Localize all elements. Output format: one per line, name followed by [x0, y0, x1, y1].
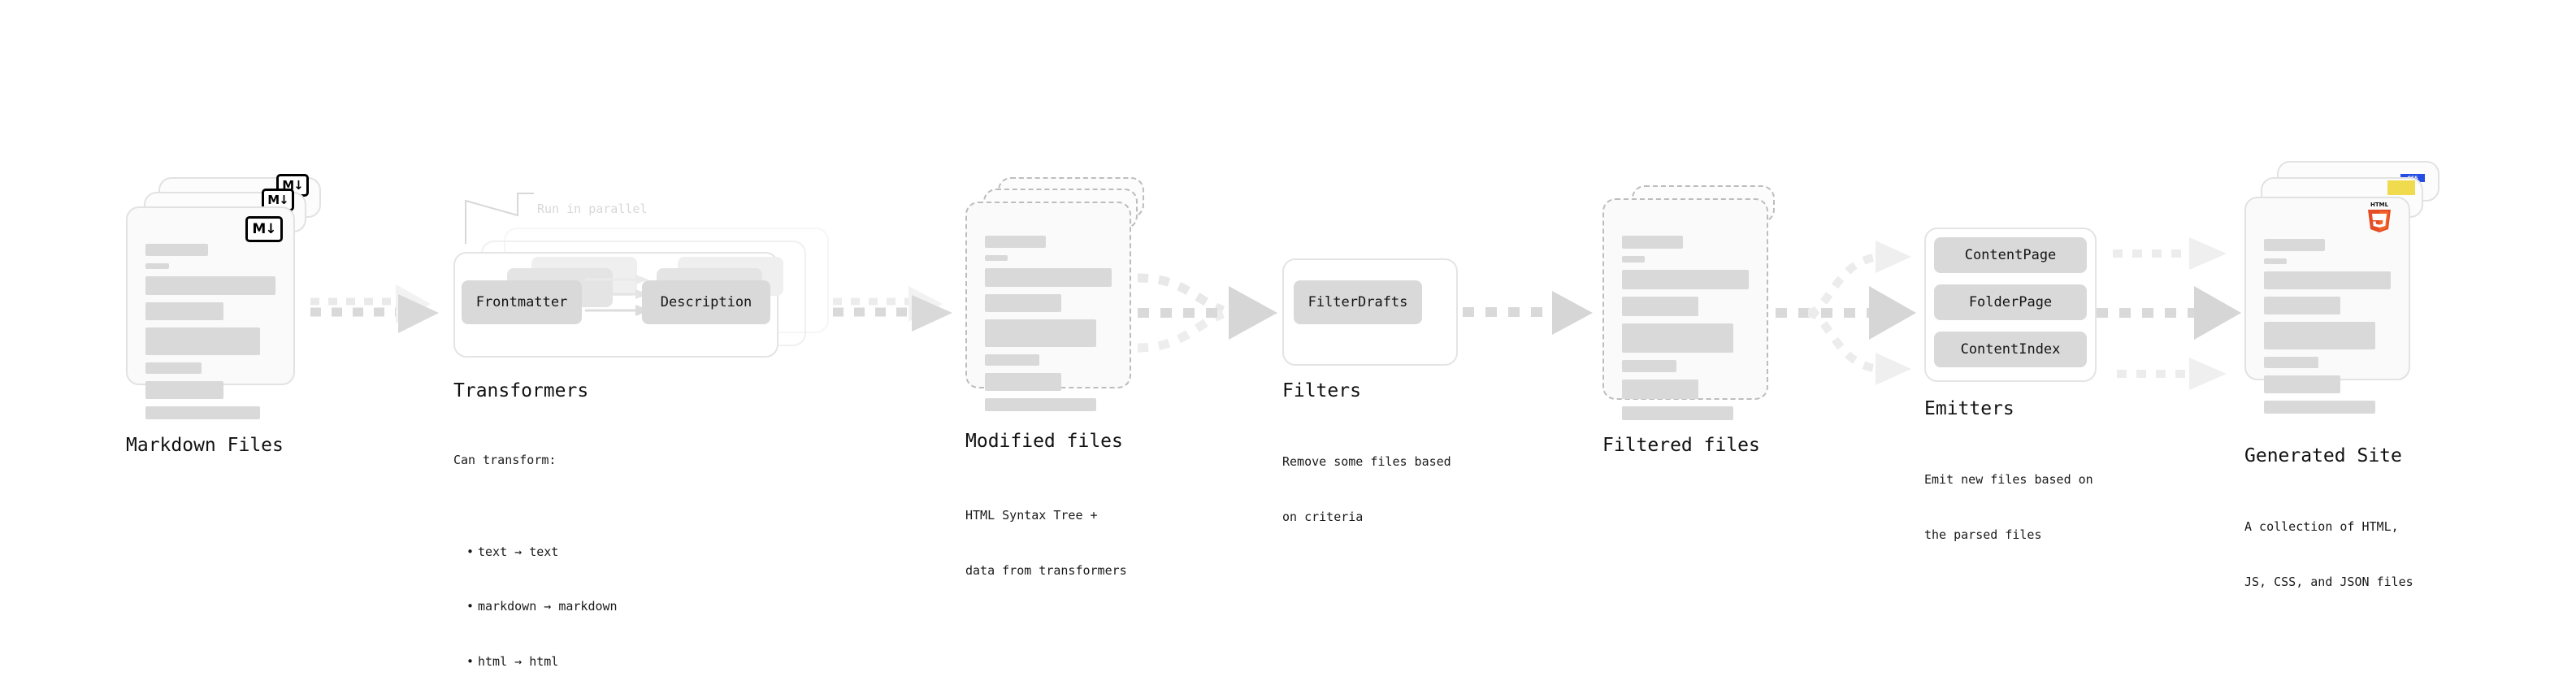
- content-bar: [2264, 297, 2340, 314]
- markdown-badge-letter-mid: M: [267, 192, 280, 207]
- modified-files-description: HTML Syntax Tree + data from transformer…: [965, 470, 1127, 616]
- content-bar: [1622, 236, 1683, 249]
- content-bar: [2264, 322, 2376, 349]
- content-bar: [145, 327, 260, 355]
- arrow-emitters-to-site: [2097, 237, 2241, 390]
- transformers-bullet: html → html: [466, 653, 618, 671]
- transformers-title: Transformers: [453, 380, 589, 401]
- emitter-pill-folderpage[interactable]: FolderPage: [1934, 284, 2087, 320]
- generated-site-description: A collection of HTML, JS, CSS, and JSON …: [2244, 481, 2413, 627]
- filters-title: Filters: [1282, 380, 1361, 401]
- filter-pill-filterdrafts[interactable]: FilterDrafts: [1294, 280, 1422, 324]
- transformers-lead: Can transform:: [453, 453, 557, 467]
- arrow-transformers-to-modified: [833, 286, 952, 332]
- content-bar: [985, 373, 1061, 391]
- emitters-subline: the parsed files: [1924, 527, 2042, 542]
- markdown-badge-letter: M: [282, 177, 294, 193]
- transformers-bullet: markdown → markdown: [466, 597, 618, 616]
- content-bar: [145, 244, 208, 256]
- content-bar: [1622, 380, 1698, 399]
- transformers-description: Can transform: text → text markdown → ma…: [453, 414, 618, 681]
- content-bar: [1622, 270, 1749, 289]
- content-bar: [2264, 239, 2325, 251]
- emitter-pill-label-contentindex: ContentIndex: [1960, 341, 2061, 358]
- generated-site-subline: JS, CSS, and JSON files: [2244, 574, 2413, 589]
- modified-content-bars: [985, 236, 1112, 419]
- transformer-pill-frontmatter[interactable]: Frontmatter: [462, 280, 582, 324]
- filters-description: Remove some files based on criteria: [1282, 416, 1451, 562]
- content-bar: [2264, 357, 2319, 368]
- arrow-filters-to-filtered: [1463, 291, 1593, 335]
- content-bar: [2264, 375, 2340, 393]
- content-bar: [985, 268, 1112, 287]
- transformer-pill-label-description: Description: [660, 294, 752, 310]
- js-badge: [2387, 180, 2415, 195]
- content-bar: [985, 236, 1046, 248]
- transformer-pill-description[interactable]: Description: [642, 280, 770, 324]
- transformer-pill-label-frontmatter: Frontmatter: [475, 294, 568, 310]
- arrow-markdown-to-transformers: [310, 284, 439, 333]
- generated-site-subline: A collection of HTML,: [2244, 519, 2399, 534]
- transformers-bullet: text → text: [466, 543, 618, 562]
- content-bar: [1622, 256, 1646, 262]
- content-bar: [985, 354, 1040, 366]
- content-bar: [145, 263, 169, 269]
- filter-pill-label: FilterDrafts: [1308, 294, 1408, 310]
- modified-files-subline: data from transformers: [965, 562, 1127, 578]
- content-bar: [145, 302, 223, 320]
- modified-files-title: Modified files: [965, 431, 1123, 452]
- emitter-pill-contentindex[interactable]: ContentIndex: [1934, 332, 2087, 367]
- content-bar: [2264, 271, 2391, 289]
- filtered-files-title: Filtered files: [1602, 435, 1760, 456]
- markdown-content-bars: [145, 244, 275, 427]
- content-bar: [2264, 401, 2376, 414]
- content-bar: [985, 319, 1097, 347]
- run-in-parallel-label: Run in parallel: [537, 202, 648, 216]
- generated-site-title: Generated Site: [2244, 445, 2402, 466]
- content-bar: [985, 255, 1008, 261]
- html5-badge: HTML: [2365, 200, 2394, 234]
- filtered-content-bars: [1622, 236, 1749, 427]
- transformers-bullet-list: text → text markdown → markdown html → h…: [453, 506, 618, 681]
- content-bar: [1622, 360, 1677, 372]
- content-bar: [145, 381, 223, 399]
- content-bar: [2264, 258, 2288, 264]
- emitters-subline: Emit new files based on: [1924, 472, 2093, 487]
- content-bar: [145, 276, 275, 295]
- svg-text:HTML: HTML: [2370, 202, 2389, 208]
- content-bar: [985, 294, 1061, 312]
- markdown-files-title: Markdown Files: [126, 435, 284, 456]
- content-bar: [1622, 297, 1698, 316]
- filters-subline: on criteria: [1282, 509, 1364, 524]
- emitter-pill-label-folderpage: FolderPage: [1968, 294, 2053, 310]
- content-bar: [145, 406, 260, 419]
- generated-site-content-bars: [2264, 239, 2391, 421]
- emitter-pill-label-contentpage: ContentPage: [1964, 247, 2057, 263]
- arrow-modified-to-filters: [1137, 273, 1277, 353]
- content-bar: [1622, 323, 1734, 353]
- modified-files-subline: HTML Syntax Tree +: [965, 508, 1098, 523]
- html5-logo-svg: HTML: [2368, 202, 2391, 232]
- content-bar: [1622, 406, 1734, 420]
- emitter-pill-contentpage[interactable]: ContentPage: [1934, 237, 2087, 273]
- modified-file-card-front: [965, 202, 1131, 411]
- filtered-file-card-front: [1602, 198, 1768, 420]
- filters-subline: Remove some files based: [1282, 454, 1451, 469]
- emitters-description: Emit new files based on the parsed files: [1924, 434, 2093, 580]
- markdown-badge-letter-front: M: [252, 220, 266, 237]
- content-bar: [985, 398, 1097, 411]
- arrow-filtered-to-emitters: [1776, 241, 1916, 385]
- content-bar: [145, 362, 202, 374]
- markdown-badge-front: M↓: [245, 216, 283, 242]
- emitters-title: Emitters: [1924, 398, 2014, 419]
